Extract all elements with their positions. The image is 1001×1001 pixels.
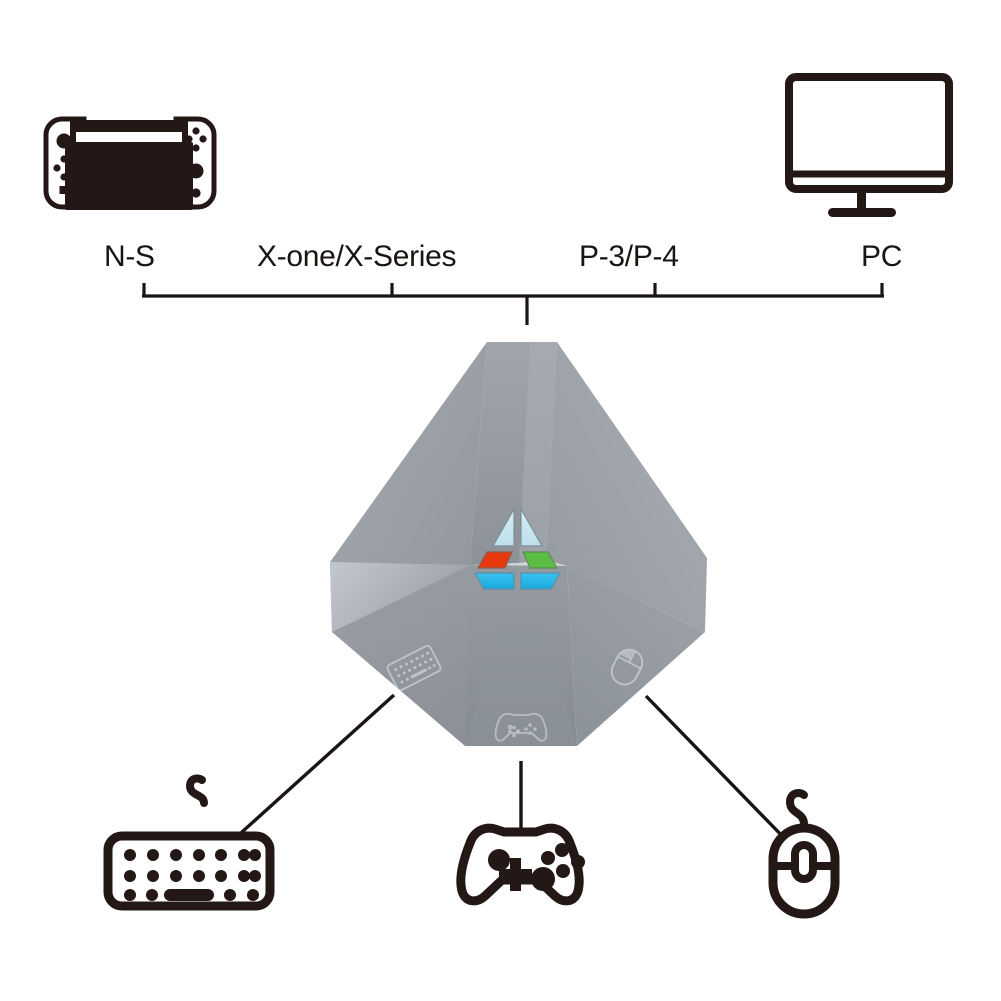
nintendo-switch-icon — [43, 116, 217, 210]
platform-label-x-one: X-one/X-Series — [257, 240, 457, 273]
monitor-icon — [785, 73, 953, 217]
logo-segment-top-left — [491, 506, 515, 547]
mouse-icon — [768, 789, 840, 919]
triangle-arrow-logo — [473, 506, 562, 590]
logo-segment-mid-left — [476, 551, 513, 569]
gamepad-icon — [456, 823, 585, 906]
logo-segment-top-right — [520, 506, 544, 547]
gamepad-icon — [494, 712, 548, 742]
keyboard-icon — [386, 644, 442, 692]
platform-label-n-s: N-S — [104, 240, 155, 273]
keyboard-icon — [103, 774, 275, 911]
logo-segment-bottom-left — [473, 572, 515, 590]
supported-consoles-bracket — [142, 283, 884, 325]
converter-adapter — [330, 342, 707, 746]
platform-label-pc: PC — [861, 240, 903, 273]
peripheral-connector-lines — [230, 693, 791, 845]
logo-segment-mid-right — [522, 551, 559, 569]
logo-segment-bottom-right — [520, 572, 562, 590]
platform-label-p-3-p-4: P-3/P-4 — [579, 240, 679, 273]
mouse-icon — [610, 648, 644, 686]
